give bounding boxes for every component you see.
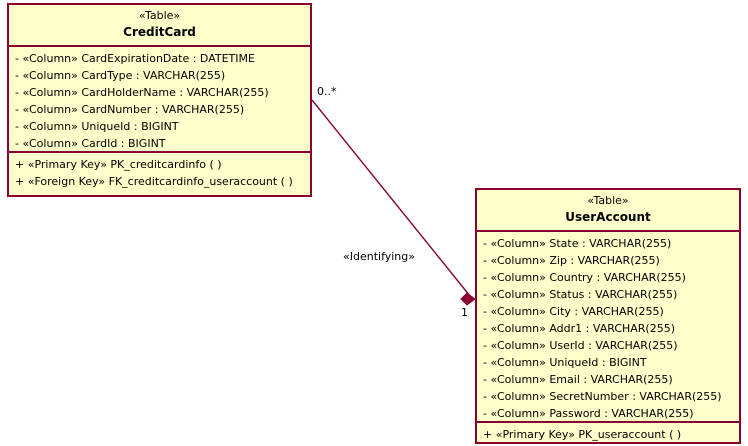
attribute-row: - «Column» Email : VARCHAR(255) xyxy=(483,373,673,386)
attribute-row: - «Column» Addr1 : VARCHAR(255) xyxy=(483,322,676,335)
attribute-row: - «Column» City : VARCHAR(255) xyxy=(483,305,664,318)
attribute-row: - «Column» Status : VARCHAR(255) xyxy=(483,288,678,301)
uml-class-creditcard[interactable]: «Table» CreditCard - «Column» CardExpira… xyxy=(7,3,312,197)
attribute-row: - «Column» Password : VARCHAR(255) xyxy=(483,407,694,420)
operations-compartment-creditcard: + «Primary Key» PK_creditcardinfo ( ) + … xyxy=(9,151,310,193)
attribute-row: - «Column» State : VARCHAR(255) xyxy=(483,237,672,250)
operations-compartment-useraccount: + «Primary Key» PK_useraccount ( ) xyxy=(477,421,739,446)
attribute-row: - «Column» CardNumber : VARCHAR(255) xyxy=(15,103,245,116)
operation-row: + «Primary Key» PK_useraccount ( ) xyxy=(483,428,682,441)
attribute-row: - «Column» UniqueId : BIGINT xyxy=(15,120,179,133)
attribute-row: - «Column» CardType : VARCHAR(255) xyxy=(15,69,226,82)
attributes-compartment-useraccount: - «Column» State : VARCHAR(255) - «Colum… xyxy=(477,232,739,421)
composition-diamond-icon xyxy=(460,292,476,306)
attribute-row: - «Column» UniqueId : BIGINT xyxy=(483,356,647,369)
attribute-row: - «Column» Zip : VARCHAR(255) xyxy=(483,254,660,267)
uml-class-useraccount[interactable]: «Table» UserAccount - «Column» State : V… xyxy=(475,188,741,444)
attribute-row: - «Column» Country : VARCHAR(255) xyxy=(483,271,686,284)
class-stereotype: «Table» xyxy=(587,194,629,207)
class-stereotype: «Table» xyxy=(138,9,181,22)
attribute-row: - «Column» UserId : VARCHAR(255) xyxy=(483,339,678,352)
attribute-row: - «Column» SecretNumber : VARCHAR(255) xyxy=(483,390,722,403)
source-multiplicity-label: 0..* xyxy=(317,85,337,98)
association-line[interactable] xyxy=(311,99,471,297)
attributes-compartment-creditcard: - «Column» CardExpirationDate : DATETIME… xyxy=(9,47,310,151)
relationship-stereotype-label: «Identifying» xyxy=(343,250,415,263)
attribute-row: - «Column» CardId : BIGINT xyxy=(15,137,166,150)
class-name: UserAccount xyxy=(565,210,651,224)
class-name: CreditCard xyxy=(123,25,196,39)
target-multiplicity-label: 1 xyxy=(461,306,468,319)
class-header-useraccount: «Table» UserAccount xyxy=(477,190,739,232)
operation-row: + «Foreign Key» FK_creditcardinfo_userac… xyxy=(15,175,293,188)
attribute-row: - «Column» CardHolderName : VARCHAR(255) xyxy=(15,86,269,99)
operation-row: + «Primary Key» PK_creditcardinfo ( ) xyxy=(15,158,222,171)
attribute-row: - «Column» CardExpirationDate : DATETIME xyxy=(15,52,255,65)
class-header-creditcard: «Table» CreditCard xyxy=(9,5,310,47)
